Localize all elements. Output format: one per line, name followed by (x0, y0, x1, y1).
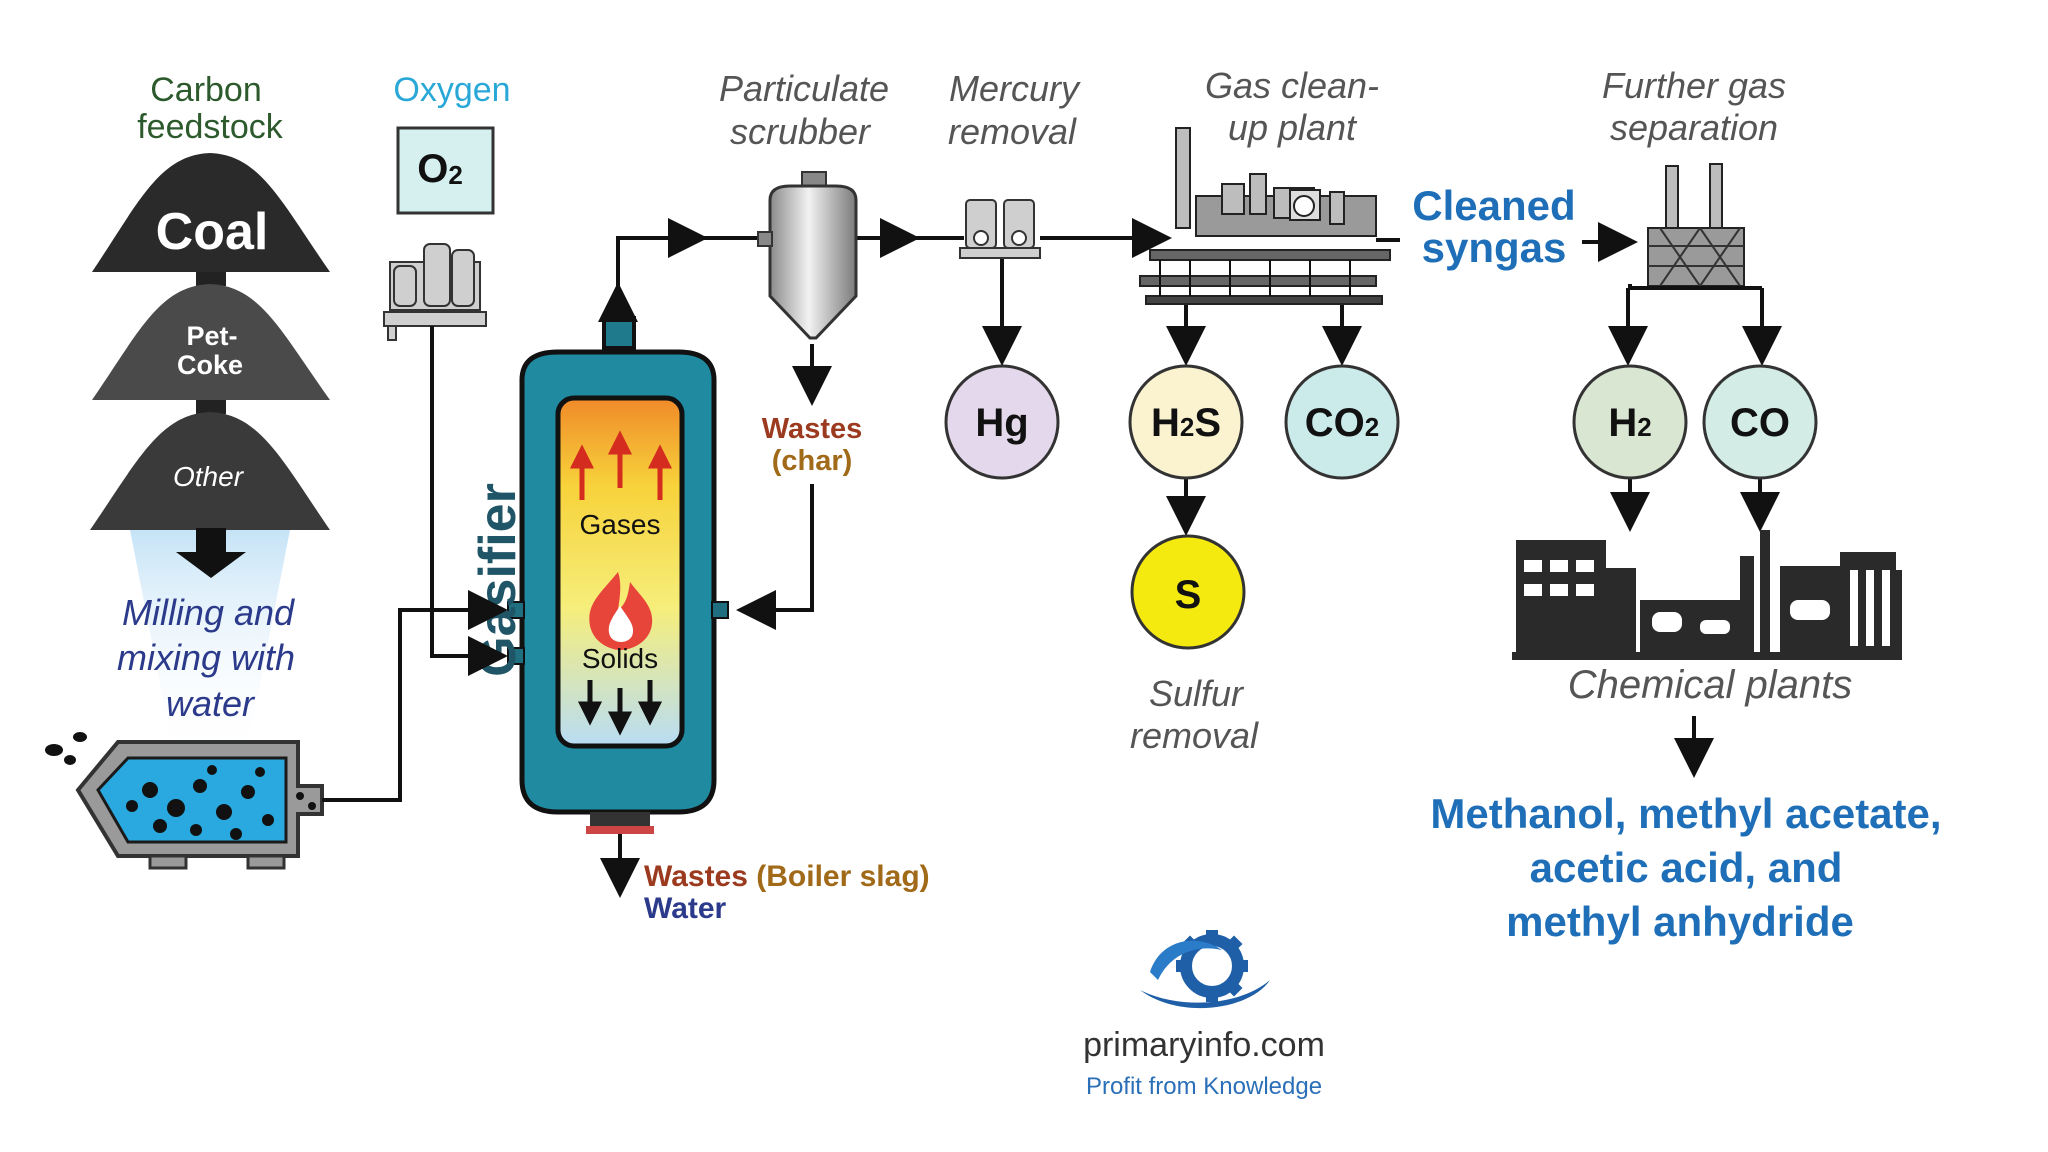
wastes-slag-label: Wastes (Boiler slag) (644, 860, 930, 893)
other-pile (90, 412, 330, 530)
chemical-plants-illustration (1512, 530, 1902, 660)
co2-label: CO2 (1305, 401, 1379, 445)
sulfur-label-2: removal (1130, 715, 1259, 756)
gasifier-vessel: Gases Solids Gasifier (469, 316, 729, 834)
products-label-1: Methanol, methyl acetate, (1430, 790, 1941, 837)
coal-pile (92, 153, 330, 272)
oxygen-section: Oxygen O2 (383, 71, 511, 341)
h2s-label: H2S (1151, 401, 1221, 445)
water-label: Water (644, 892, 727, 925)
hg-label: Hg (975, 401, 1028, 445)
h2-circle: H2 (1572, 364, 1688, 480)
solids-label: Solids (582, 643, 658, 674)
cleaned-syngas-label: Cleaned (1412, 182, 1575, 229)
petcoke-pile (92, 284, 330, 400)
carbon-feedstock-label: Carbon (150, 71, 262, 109)
co2-circle: CO2 (1284, 364, 1400, 480)
logo-tagline: Profit from Knowledge (1086, 1073, 1322, 1100)
o2-label: O2 (417, 147, 463, 191)
products-label-2: acetic acid, and (1530, 844, 1843, 891)
h2-label: H2 (1608, 401, 1651, 445)
carbon-feedstock-section: Carbon feedstock Coal Pet- Coke Other Mi… (90, 71, 330, 760)
other-label: Other (173, 461, 245, 492)
gases-label: Gases (580, 509, 661, 540)
gas-cleanup-plant: Gas clean- up plant (1139, 65, 1391, 305)
mercury-label: Mercury (949, 68, 1081, 109)
feed-down-arrow-icon (176, 528, 246, 578)
mill-machine (45, 732, 324, 870)
gas-cleanup-label-2: up plant (1228, 107, 1358, 148)
milling-label-3: water (166, 683, 256, 724)
carbon-feedstock-label-2: feedstock (137, 108, 284, 146)
cleanup-to-syngas-line (1376, 238, 1400, 242)
h2s-circle: H2S (1128, 364, 1244, 480)
milling-beam (130, 530, 290, 760)
mercury-label-2: removal (948, 111, 1077, 152)
hg-circle: Hg (944, 364, 1060, 480)
o2-box (396, 126, 495, 215)
products-label-3: methyl anhydride (1506, 898, 1854, 945)
gas-cleanup-label: Gas clean- (1205, 65, 1379, 106)
cleaned-syngas-label-2: syngas (1422, 224, 1567, 271)
s-label: S (1175, 573, 1202, 617)
particulate-label: Particulate (719, 68, 889, 109)
mercury-removal: Mercury removal (948, 68, 1081, 259)
gas-separation-unit: Further gas separation (1602, 65, 1786, 290)
co-circle: CO (1702, 364, 1818, 480)
sulfur-label: Sulfur (1149, 673, 1245, 714)
s-circle: S (1130, 534, 1246, 650)
gear-icon (1140, 930, 1270, 1009)
co-label: CO (1730, 401, 1790, 445)
coal-connector (196, 272, 226, 286)
wastes-char-label-2: (char) (772, 445, 853, 477)
milling-label: Milling and (122, 592, 295, 633)
petcoke-label: Pet- (186, 321, 237, 351)
particulate-scrubber: Particulate scrubber (719, 68, 889, 340)
wastes-char-label: Wastes (762, 413, 862, 445)
chemical-plants-label: Chemical plants (1568, 663, 1853, 707)
gasifier-label: Gasifier (469, 483, 527, 677)
further-separation-label: Further gas (1602, 65, 1786, 106)
petcoke-label-2: Coke (177, 350, 243, 380)
primaryinfo-logo[interactable]: primaryinfo.com Profit from Knowledge (1083, 930, 1325, 1100)
coal-label: Coal (156, 203, 269, 261)
flow-lines (322, 218, 1782, 898)
further-separation-label-2: separation (1610, 107, 1778, 148)
milling-label-2: mixing with (117, 637, 295, 678)
oxygen-label: Oxygen (393, 71, 510, 109)
particulate-label-2: scrubber (730, 111, 872, 152)
petcoke-connector (196, 400, 226, 414)
oxygen-plant-icon (383, 243, 487, 341)
logo-name: primaryinfo.com (1083, 1026, 1325, 1064)
